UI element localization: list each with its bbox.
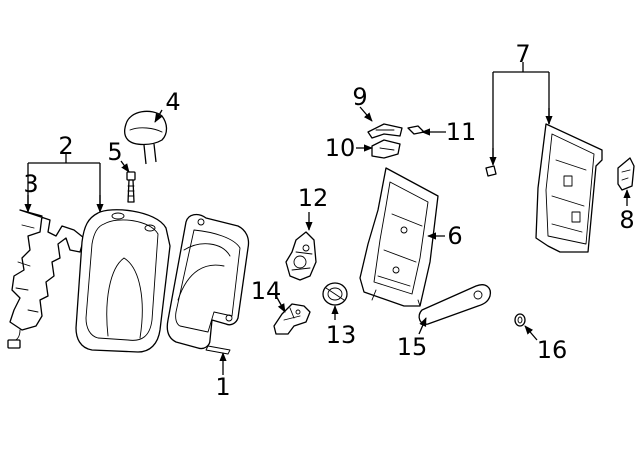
armrest-part [418, 284, 492, 325]
callout-8: 8 [619, 206, 634, 234]
callout-7: 7 [515, 40, 530, 68]
callout-1: 1 [215, 373, 230, 401]
callout-6: 6 [447, 222, 462, 250]
lower-trim-part [371, 139, 401, 159]
clip-part [407, 125, 425, 135]
rear-board-part [485, 123, 603, 253]
seatback-pad-part [166, 213, 250, 355]
callout-11: 11 [446, 118, 477, 146]
callout-10: 10 [325, 134, 356, 162]
callout-2: 2 [58, 132, 73, 160]
leader-lines [24, 62, 631, 375]
heater-pad-part [7, 209, 85, 349]
callout-9: 9 [352, 83, 367, 111]
callout-3: 3 [23, 170, 38, 198]
hook-part [617, 157, 635, 191]
callout-13: 13 [326, 321, 357, 349]
seatback-frame-part [359, 167, 439, 307]
callout-4: 4 [165, 88, 180, 116]
callout-5: 5 [107, 138, 122, 166]
ring-part [514, 313, 526, 327]
upper-trim-part [367, 123, 403, 139]
headrest-part [124, 110, 168, 165]
bracket-part [273, 303, 311, 335]
headrest-guide-part [126, 171, 136, 203]
callout-15: 15 [397, 333, 428, 361]
callout-14: 14 [251, 277, 282, 305]
seatback-cover-part [75, 209, 171, 353]
knob-part [322, 282, 348, 306]
callout-12: 12 [298, 184, 329, 212]
recliner-part [285, 231, 317, 281]
callout-16: 16 [537, 336, 568, 364]
